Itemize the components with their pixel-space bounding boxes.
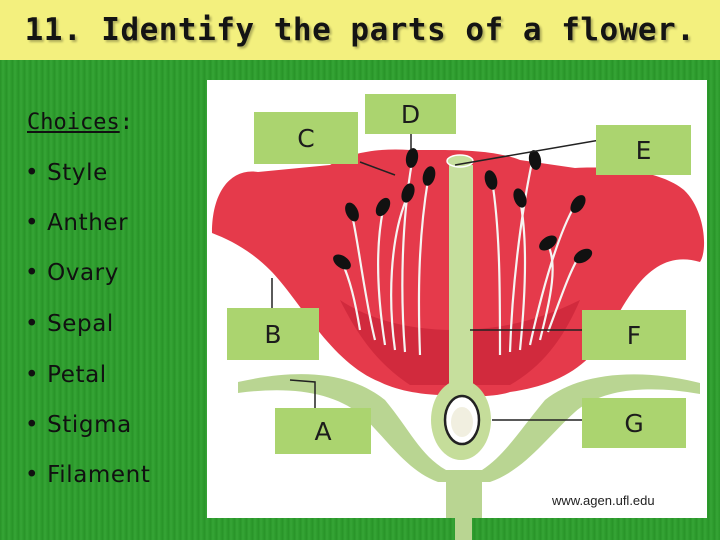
- anther: [528, 150, 542, 170]
- leader-line-e: [454, 139, 601, 166]
- filament: [490, 179, 502, 356]
- filament: [518, 199, 527, 351]
- ovule-core: [451, 407, 473, 437]
- leader-line-c: [359, 161, 396, 176]
- anther: [375, 197, 391, 217]
- label-box-b[interactable]: B: [227, 308, 319, 360]
- choice-stigma: • Stigma: [25, 412, 132, 438]
- anther: [484, 170, 498, 190]
- style: [449, 165, 473, 390]
- filament: [390, 199, 408, 351]
- anther: [333, 254, 351, 270]
- label-box-f[interactable]: F: [582, 310, 686, 360]
- anther: [573, 248, 593, 264]
- label-box-d[interactable]: D: [365, 94, 456, 134]
- label-box-g[interactable]: G: [582, 398, 686, 448]
- anthers: [333, 148, 593, 270]
- choice-ovary: • Ovary: [25, 260, 119, 286]
- anther: [570, 195, 586, 213]
- filament: [417, 179, 430, 356]
- anther: [422, 166, 436, 186]
- title-bar: 11. Identify the parts of a flower.: [0, 0, 720, 60]
- choice-filament: • Filament: [25, 462, 151, 488]
- choice-petal: • Petal: [25, 362, 107, 388]
- filament: [401, 161, 414, 353]
- label-box-e[interactable]: E: [596, 125, 691, 175]
- label-box-a[interactable]: A: [275, 408, 371, 454]
- choices-heading-text: Choices: [27, 110, 120, 135]
- anther: [345, 202, 359, 222]
- source-credit: www.agen.ufl.edu: [552, 493, 655, 508]
- choice-style: • Style: [25, 160, 108, 186]
- filament: [377, 209, 387, 346]
- filament: [528, 204, 576, 346]
- choice-sepal: • Sepal: [25, 311, 114, 337]
- filament: [350, 214, 377, 341]
- choices-heading: Choices:: [27, 110, 133, 135]
- leader-lines: [271, 134, 601, 421]
- choice-anther: • Anther: [25, 210, 129, 236]
- slide-title: 11. Identify the parts of a flower.: [24, 12, 696, 48]
- label-box-c[interactable]: C: [254, 112, 358, 164]
- choices-heading-colon: :: [119, 110, 133, 135]
- leader-line-a: [289, 379, 316, 408]
- anther: [401, 183, 415, 203]
- anther: [539, 235, 557, 251]
- anther: [405, 148, 419, 168]
- anther: [513, 188, 527, 208]
- stigma: [446, 154, 474, 168]
